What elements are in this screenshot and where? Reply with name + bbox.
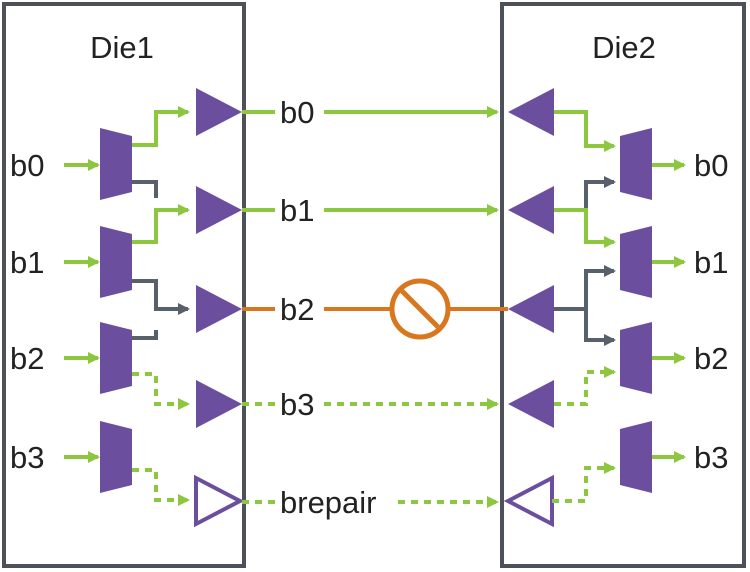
lane-b0: b0	[242, 95, 499, 130]
die1-mux-b0	[100, 128, 132, 200]
die1-route-b1-to-lane2-unused	[132, 279, 190, 315]
die1-mux-b1	[100, 226, 132, 298]
die1-route-b2-shifted	[132, 330, 158, 340]
die1-box	[2, 2, 246, 568]
die2-rx-buffer-lane1	[508, 186, 554, 234]
die1-input-b0: b0	[10, 148, 100, 183]
die2-rx-buffer-lane3	[508, 380, 554, 428]
die2-mux-b1	[620, 226, 652, 298]
die2-route-lane0-to-b0	[554, 110, 616, 152]
die2-rx-buffer-repair	[503, 474, 554, 528]
die2-output-b3: b3	[652, 440, 728, 475]
die2-box	[500, 2, 746, 568]
die1-route-b0-to-lane1-unused	[132, 180, 158, 198]
die2-route-lane2-to-b2-unused	[584, 309, 616, 346]
die2-route-lane1-to-b0-unused	[584, 176, 616, 210]
lane-label: b0	[280, 95, 314, 130]
lane-label: b3	[280, 387, 314, 422]
die1-label: Die1	[90, 30, 154, 65]
die2-label: Die2	[592, 30, 656, 65]
die2-output-label: b3	[694, 440, 728, 475]
die1-tx-buffer-lane2	[196, 285, 242, 333]
lane-label: brepair	[280, 485, 377, 520]
prohibited-icon	[389, 278, 451, 340]
die2-rx-buffer-lane0	[508, 88, 554, 136]
die2-output-b2: b2	[652, 341, 728, 376]
die2-route-lane2-to-b1-unused	[554, 265, 616, 311]
die2-output-label: b1	[694, 245, 728, 280]
die1-tx-buffer-lane3	[196, 380, 242, 428]
die1-mux-b2	[100, 322, 132, 394]
lane-label: b1	[280, 193, 314, 228]
die2-output-b0: b0	[652, 148, 728, 183]
die2-output-label: b0	[694, 148, 728, 183]
die2-output-label: b2	[694, 341, 728, 376]
die2-route-lane3-to-b2	[554, 366, 616, 406]
die1-tx-buffer-lane0	[196, 88, 242, 136]
lane-b3: b3	[242, 387, 499, 422]
die1-input-b1: b1	[10, 245, 100, 280]
die1-input-label: b2	[10, 341, 44, 376]
die1-input-b2: b2	[10, 341, 100, 376]
die1-route-b0-to-lane0	[132, 106, 190, 147]
die1-route-b2-to-lane3	[132, 372, 190, 410]
die1-input-b3: b3	[10, 440, 100, 475]
die2-route-lane1-to-b1	[554, 208, 616, 248]
die1-mux-b3	[100, 421, 132, 493]
die2-rx-buffer-lane2	[508, 285, 554, 333]
die1-route-b3-to-repair	[132, 468, 190, 506]
die1-input-label: b0	[10, 148, 44, 183]
die2-output-b1: b1	[652, 245, 728, 280]
die1-input-label: b3	[10, 440, 44, 475]
die1-tx-buffer-lane1	[196, 186, 242, 234]
die1-route-b1-to-lane1	[132, 204, 190, 244]
die1-tx-buffer-repair	[194, 474, 245, 528]
lane-brepair: brepair	[242, 485, 499, 520]
lane-b1: b1	[242, 193, 499, 228]
lane-b2-faulty: b2	[242, 278, 508, 340]
lane-label: b2	[280, 292, 314, 327]
die2-mux-b0	[620, 128, 652, 200]
die1-input-label: b1	[10, 245, 44, 280]
die2-mux-b3	[620, 421, 652, 493]
die2-mux-b2	[620, 322, 652, 394]
die2-route-repair-to-b3	[552, 462, 616, 503]
